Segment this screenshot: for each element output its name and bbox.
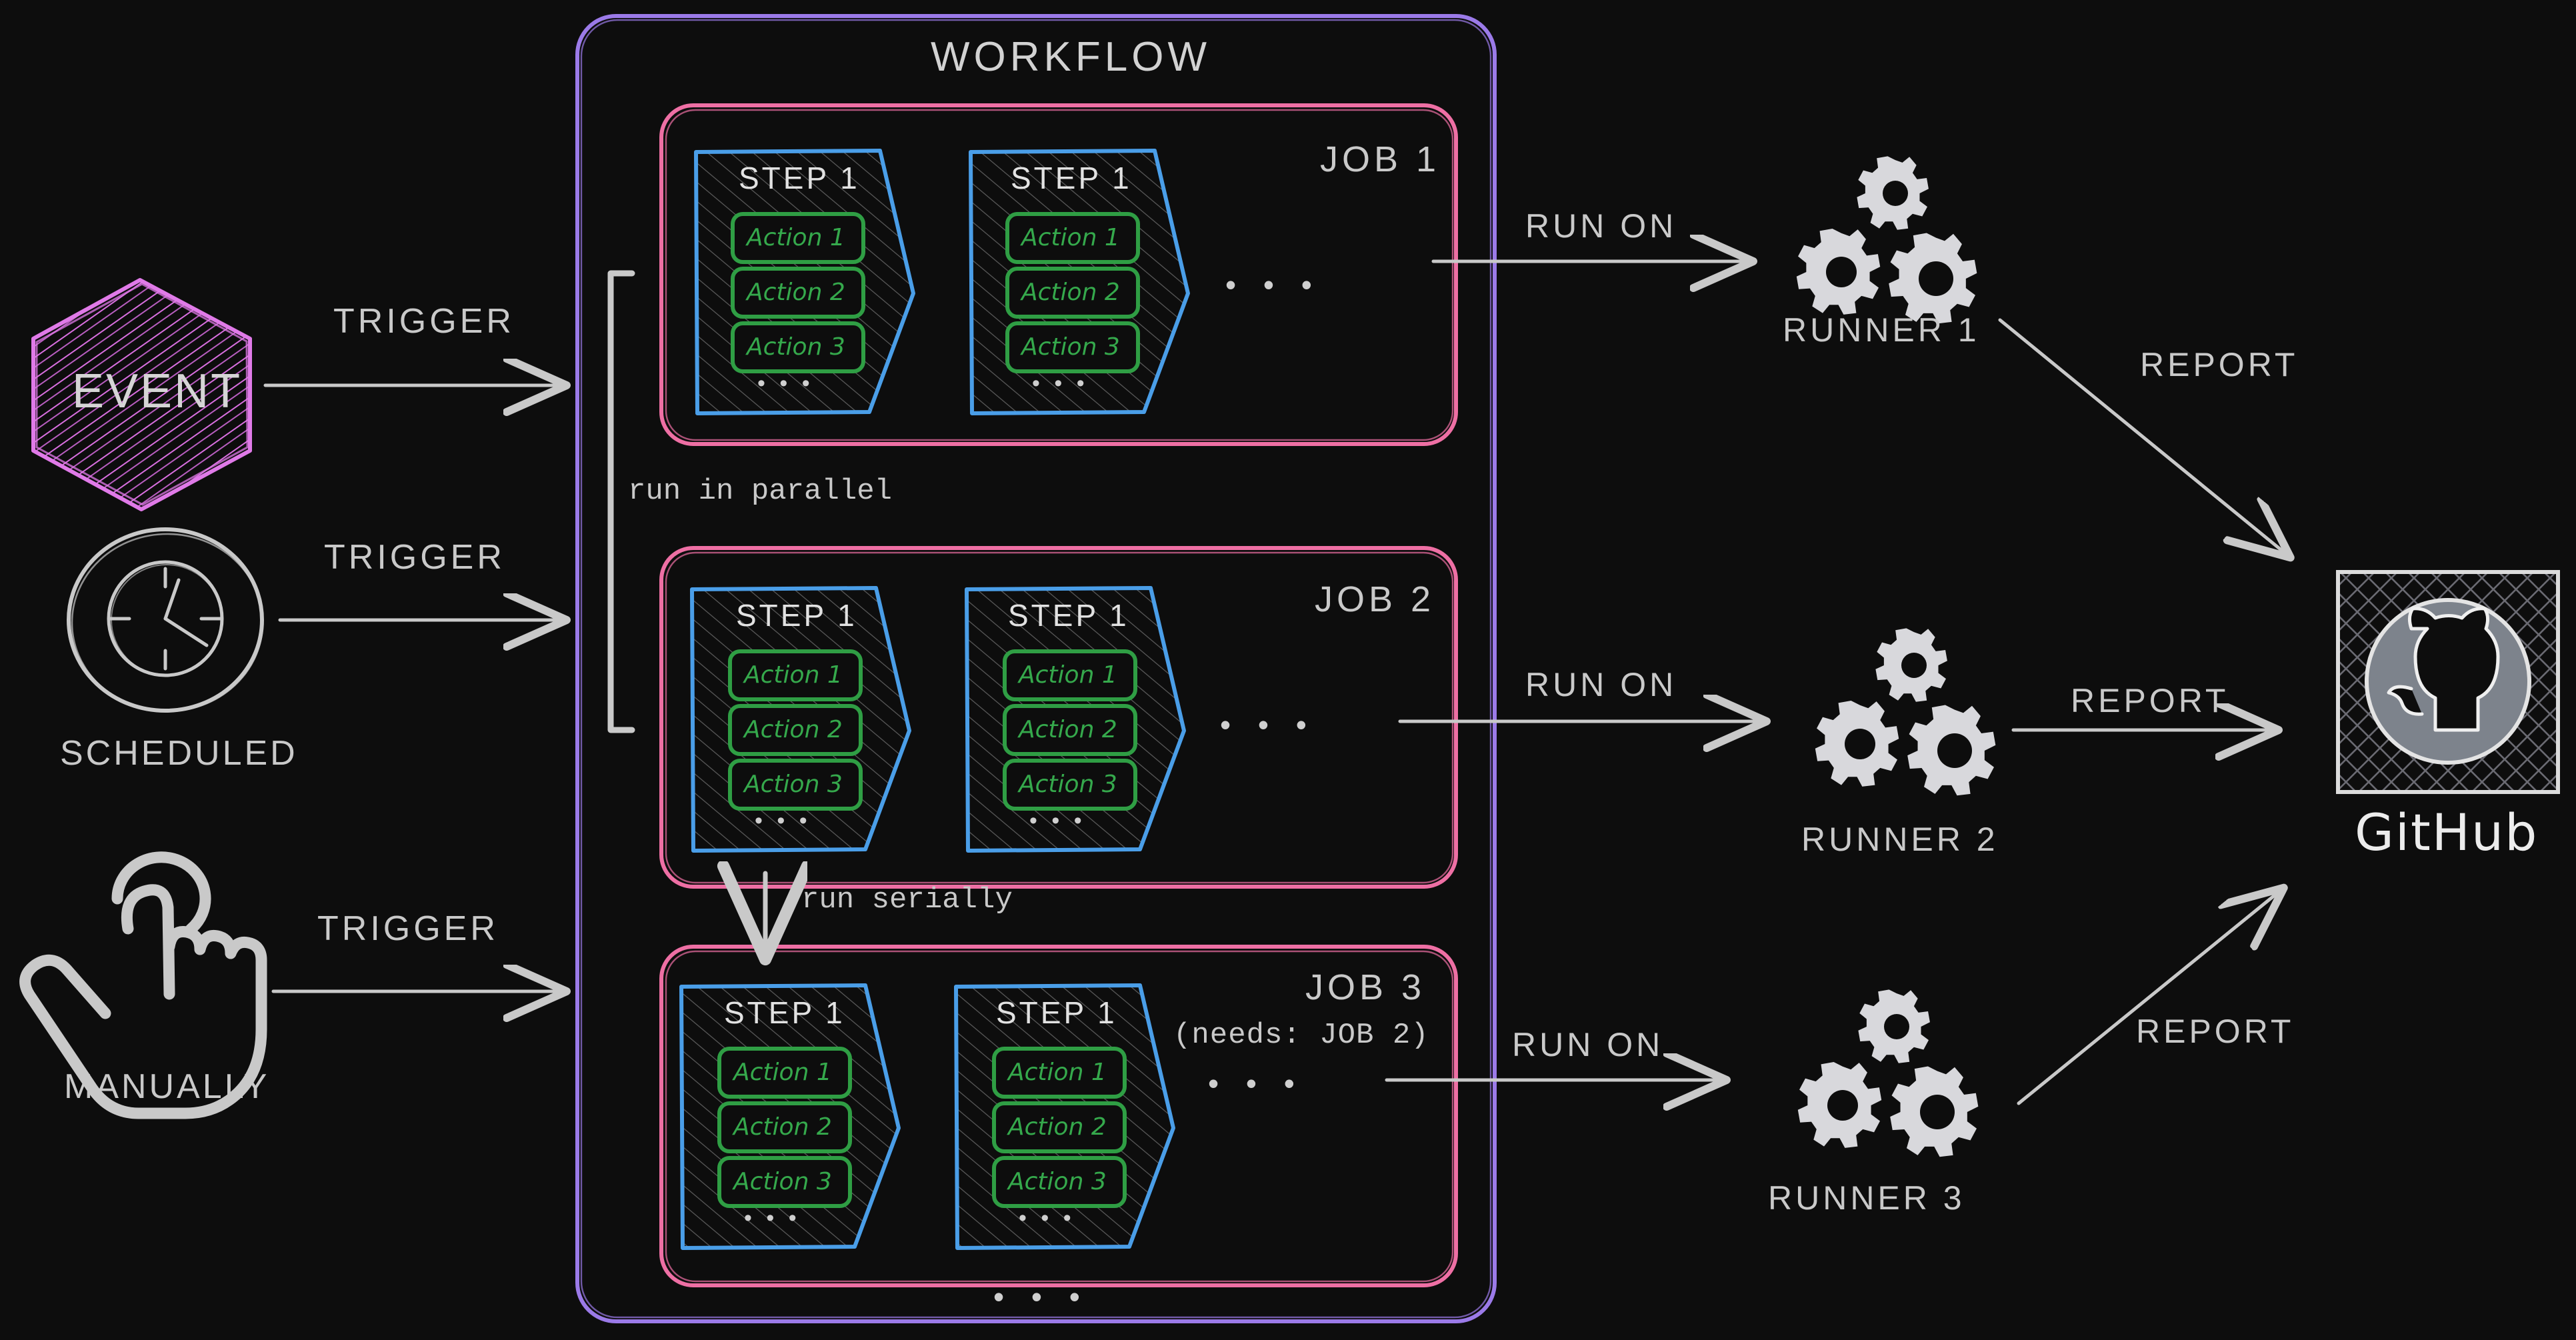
- action-label: Action 3: [1021, 333, 1120, 361]
- action-chip: Action 2: [731, 267, 865, 319]
- step-title: STEP 1: [1011, 161, 1132, 195]
- event-label: EVENT: [72, 365, 243, 418]
- step-title: STEP 1: [1008, 598, 1129, 633]
- report-arrows: [1998, 318, 2285, 1105]
- workflow-box: [575, 14, 1497, 1323]
- gear-icon: [1907, 705, 1996, 796]
- action-chip: Action 1: [731, 212, 865, 264]
- job-ellipsis: • • •: [1220, 707, 1316, 742]
- action-label: Action 2: [1008, 1113, 1107, 1141]
- step-ellipsis: • • •: [757, 371, 814, 396]
- action-label: Action 1: [1008, 1059, 1107, 1086]
- job-boxes: [659, 103, 1458, 1287]
- action-chip: Action 2: [717, 1101, 852, 1153]
- action-label: Action 2: [1019, 716, 1117, 743]
- run-on-arrows: [1385, 261, 1760, 1080]
- action-chip: Action 1: [992, 1047, 1127, 1099]
- trigger-label-event: TRIGGER: [333, 302, 515, 341]
- step-title: STEP 1: [736, 598, 857, 633]
- action-chip: Action 2: [1005, 267, 1140, 319]
- job-name-3: JOB 3: [1305, 967, 1426, 1007]
- action-label: Action 3: [1008, 1168, 1107, 1195]
- trigger-arrows: [263, 385, 560, 991]
- github-logo: [2336, 570, 2560, 794]
- action-label: Action 3: [733, 1168, 832, 1195]
- action-chip: Action 3: [1003, 759, 1137, 811]
- action-chip: Action 1: [717, 1047, 852, 1099]
- clock-icon: [67, 527, 264, 713]
- action-label: Action 1: [1019, 661, 1117, 689]
- action-label: Action 1: [744, 661, 843, 689]
- action-label: Action 2: [733, 1113, 832, 1141]
- github-wordmark: GitHub: [2355, 803, 2539, 862]
- trigger-label-manually: TRIGGER: [317, 909, 499, 948]
- action-label: Action 1: [733, 1059, 832, 1086]
- gear-icon: [1857, 156, 1929, 230]
- report-label-3: REPORT: [2136, 1013, 2295, 1050]
- action-label: Action 2: [744, 716, 843, 743]
- gear-icon: [1796, 229, 1881, 315]
- report-label-1: REPORT: [2140, 346, 2299, 383]
- job-name-1: JOB 1: [1320, 139, 1441, 179]
- job-3-needs-note: (needs: JOB 2): [1173, 1019, 1429, 1052]
- job-ellipsis: • • •: [1208, 1066, 1304, 1101]
- gear-icon: [1815, 701, 1899, 787]
- step-title: STEP 1: [724, 995, 845, 1030]
- action-label: Action 3: [747, 333, 845, 361]
- gear-icon: [1890, 1066, 1979, 1157]
- job-ellipsis: • • •: [1225, 267, 1321, 302]
- trigger-label-scheduled: TRIGGER: [324, 538, 505, 577]
- action-chip: Action 2: [1003, 704, 1137, 756]
- run-on-label-3: RUN ON: [1512, 1026, 1664, 1063]
- action-label: Action 2: [1021, 279, 1120, 306]
- run-in-parallel-annotation: run in parallel: [628, 475, 893, 508]
- gear-icon: [1797, 1062, 1882, 1148]
- workflow-ellipsis: • • •: [993, 1279, 1089, 1314]
- octocat-icon: [2387, 607, 2500, 732]
- job-name-2: JOB 2: [1315, 579, 1435, 619]
- action-label: Action 1: [747, 224, 845, 251]
- scheduled-label: SCHEDULED: [60, 734, 298, 773]
- runner-name-2: RUNNER 2: [1801, 821, 1999, 858]
- action-chip: Action 2: [728, 704, 863, 756]
- step-ellipsis: • • •: [744, 1205, 801, 1231]
- action-chip: Action 1: [1005, 212, 1140, 264]
- parallel-bracket: [607, 270, 635, 733]
- action-chip: Action 3: [1005, 321, 1140, 373]
- action-label: Action 3: [744, 771, 843, 798]
- manually-label: MANUALLY: [64, 1067, 270, 1106]
- action-chip: Action 3: [728, 759, 863, 811]
- step-title: STEP 1: [996, 995, 1117, 1030]
- action-label: Action 2: [747, 279, 845, 306]
- step-ellipsis: • • •: [1029, 808, 1086, 833]
- gear-icon: [1858, 989, 1930, 1063]
- gear-icon: [1875, 628, 1947, 702]
- run-on-label-1: RUN ON: [1525, 207, 1677, 245]
- action-chip: Action 2: [992, 1101, 1127, 1153]
- runner-gears-group: [1796, 156, 1996, 1157]
- action-chip: Action 1: [728, 649, 863, 701]
- report-label-2: REPORT: [2071, 682, 2229, 719]
- action-label: Action 3: [1019, 771, 1117, 798]
- action-chip: Action 3: [717, 1156, 852, 1208]
- action-chip: Action 3: [992, 1156, 1127, 1208]
- event-hexagon: [31, 278, 252, 511]
- step-ellipsis: • • •: [1019, 1205, 1075, 1231]
- gear-icon: [1889, 233, 1977, 324]
- step-ellipsis: • • •: [755, 808, 811, 833]
- action-chip: Action 3: [731, 321, 865, 373]
- action-label: Action 1: [1021, 224, 1120, 251]
- step-title: STEP 1: [739, 161, 860, 195]
- run-serially-annotation: run serially: [801, 883, 1013, 917]
- runner-name-1: RUNNER 1: [1783, 311, 1980, 349]
- workflow-title: WORKFLOW: [931, 34, 1211, 80]
- step-ellipsis: • • •: [1032, 371, 1089, 396]
- runner-name-3: RUNNER 3: [1768, 1179, 1965, 1217]
- run-on-label-2: RUN ON: [1525, 666, 1677, 703]
- action-chip: Action 1: [1003, 649, 1137, 701]
- hand-tap-icon: [19, 851, 267, 1119]
